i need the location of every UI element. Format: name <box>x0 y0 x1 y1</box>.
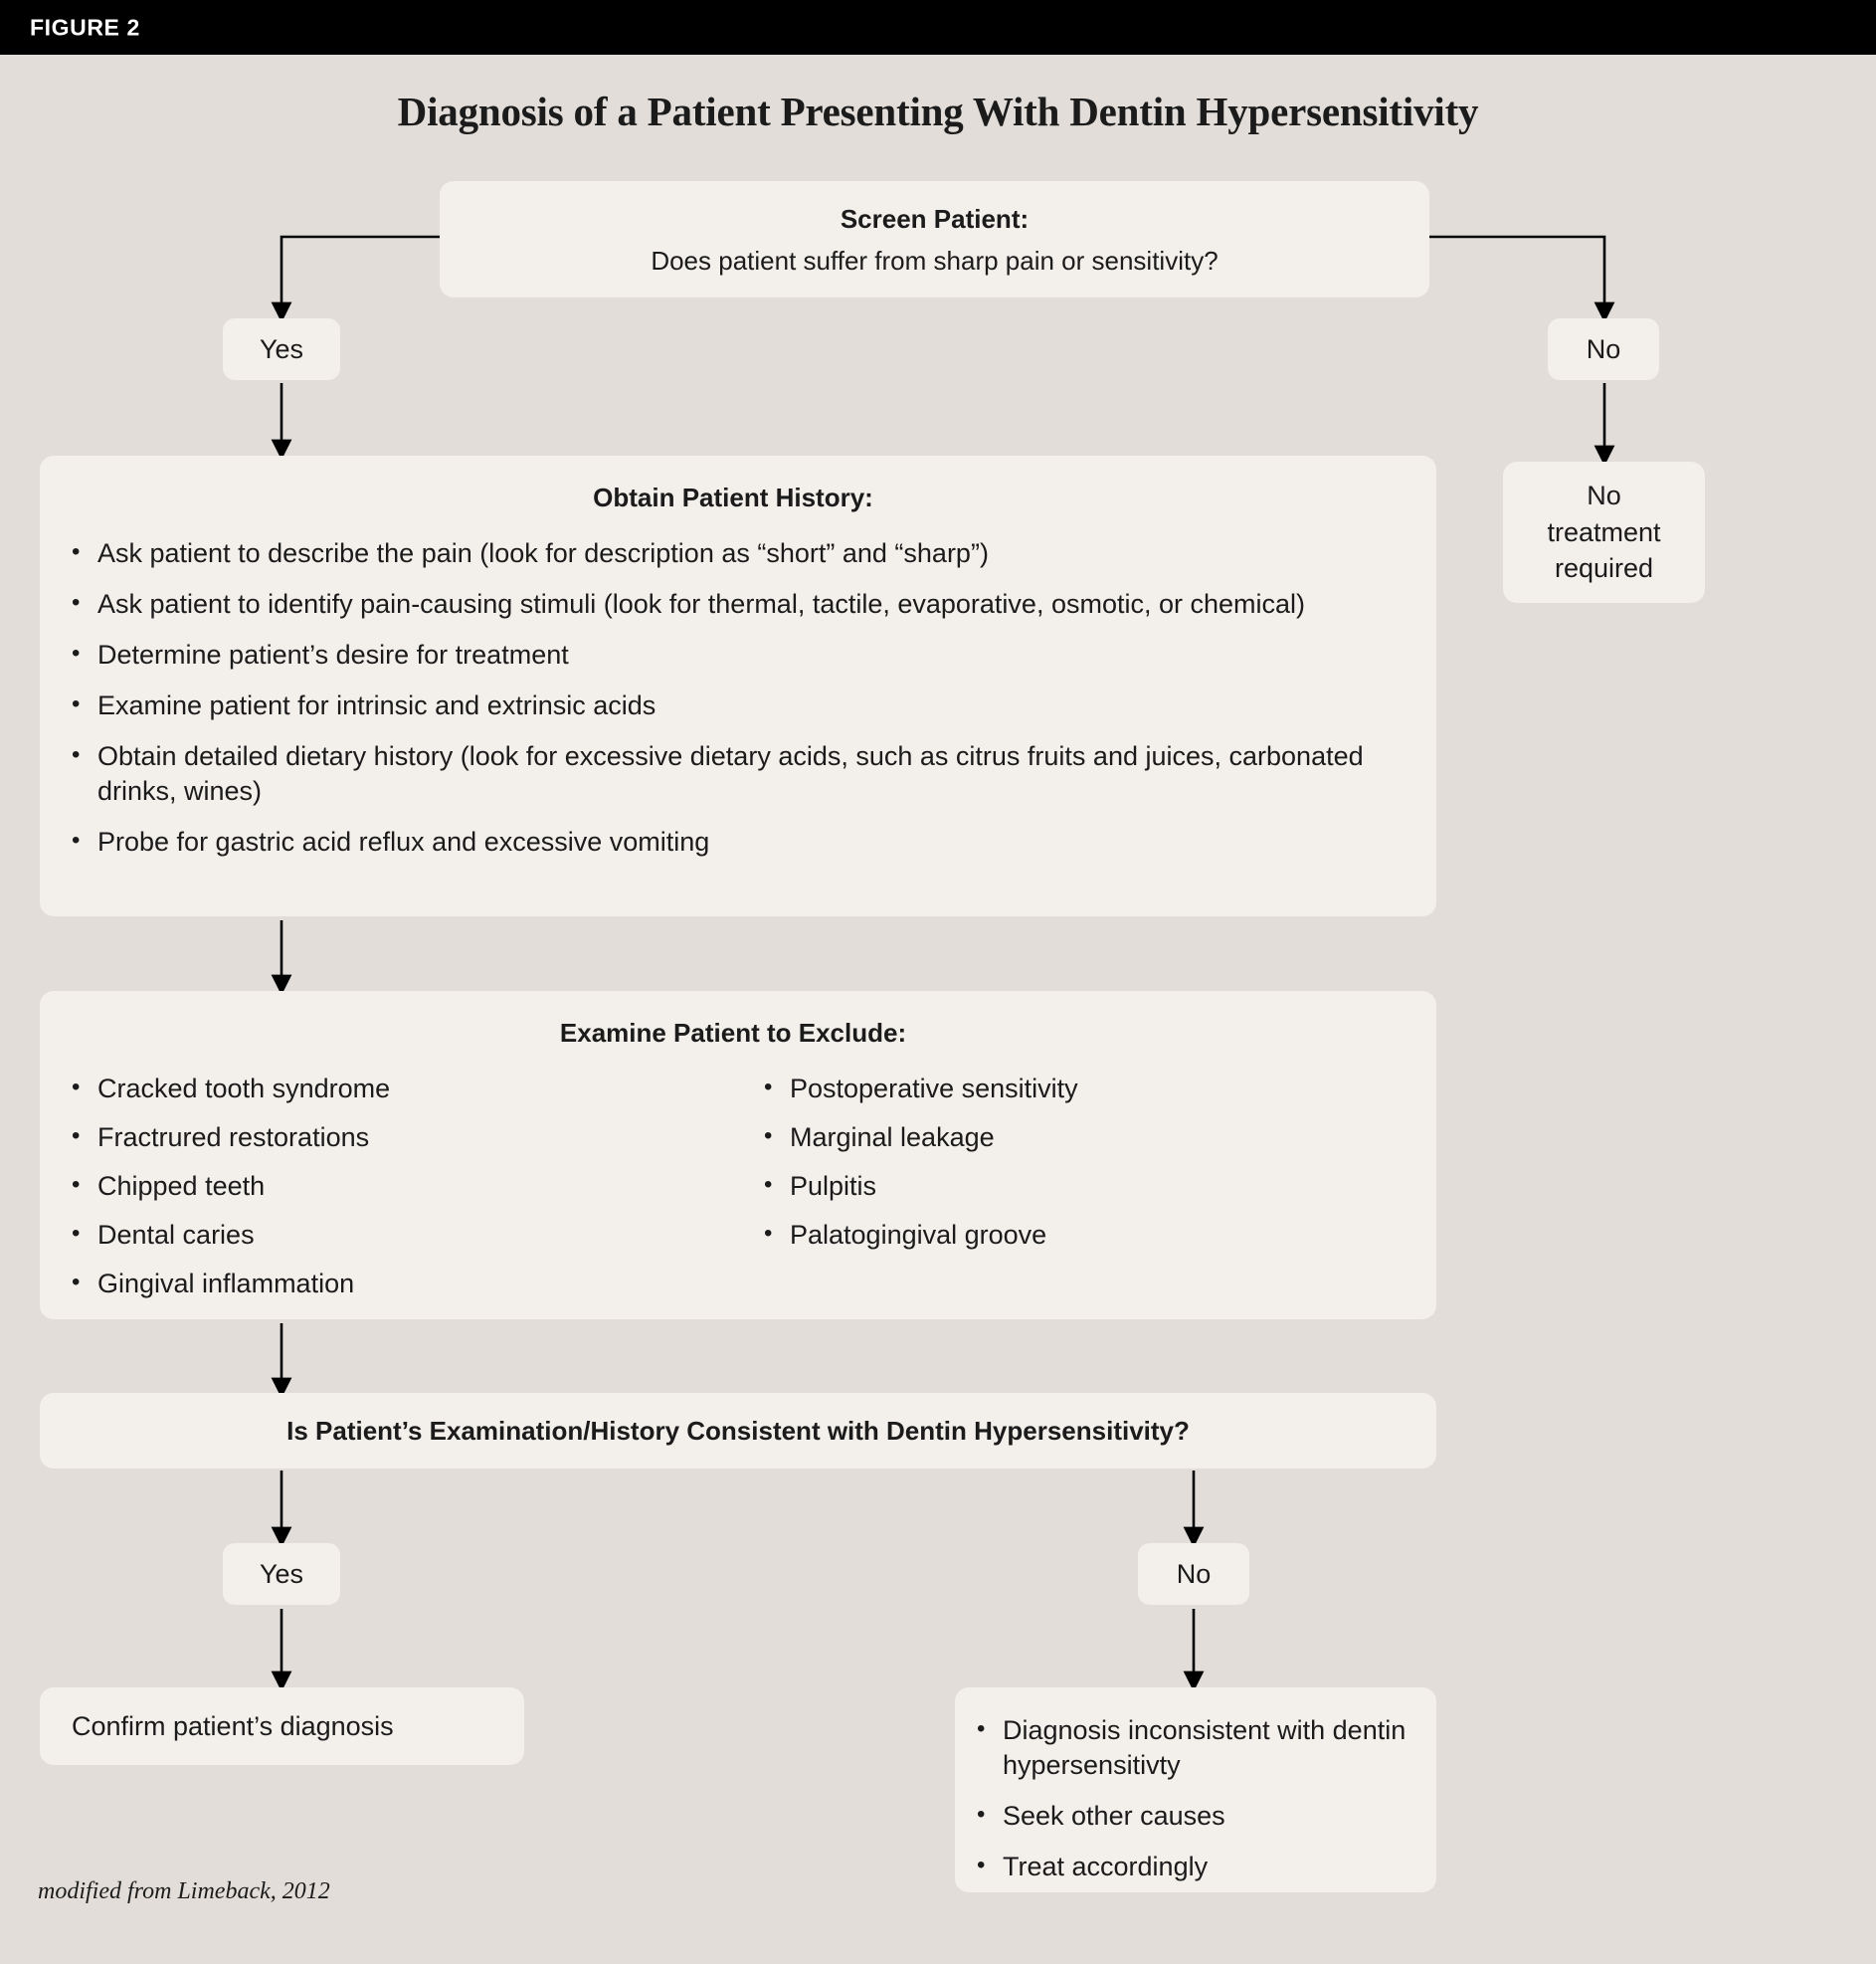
no-treatment-label: No treatment required <box>1547 481 1661 584</box>
list-item: Seek other causes <box>969 1799 1414 1834</box>
no-top-label: No <box>1586 333 1621 364</box>
yes-top-label: Yes <box>259 333 304 364</box>
node-obtain-patient-history[interactable]: Obtain Patient History: Ask patient to d… <box>40 456 1436 916</box>
node-diagnosis-inconsistent[interactable]: Diagnosis inconsistent with dentin hyper… <box>955 1687 1436 1892</box>
figure-header-bar: FIGURE 2 <box>0 0 1876 55</box>
list-item: Gingival inflammation <box>64 1267 710 1301</box>
no-bottom-label: No <box>1176 1558 1212 1589</box>
list-item: Ask patient to describe the pain (look f… <box>64 536 1403 571</box>
node-decision-question[interactable]: Is Patient’s Examination/History Consist… <box>40 1393 1436 1469</box>
node-no-treatment-required[interactable]: No treatment required <box>1503 462 1705 603</box>
figure-number-label: FIGURE 2 <box>30 14 140 40</box>
exclude-right-list: Postoperative sensitivity Marginal leaka… <box>756 1072 1403 1253</box>
node-yes-bottom[interactable]: Yes <box>223 1543 340 1605</box>
list-item: Pulpitis <box>756 1169 1403 1204</box>
history-title: Obtain Patient History: <box>593 483 873 512</box>
list-item: Postoperative sensitivity <box>756 1072 1403 1106</box>
node-no-bottom[interactable]: No <box>1138 1543 1249 1605</box>
exclude-right-column: Postoperative sensitivity Marginal leaka… <box>710 1072 1403 1315</box>
exclude-columns: Cracked tooth syndrome Fractrured restor… <box>64 1072 1403 1315</box>
list-item: Cracked tooth syndrome <box>64 1072 710 1106</box>
yes-bottom-label: Yes <box>259 1558 304 1589</box>
source-footnote: modified from Limeback, 2012 <box>38 1878 330 1904</box>
list-item: Determine patient’s desire for treatment <box>64 638 1403 673</box>
screen-patient-title: Screen Patient: <box>840 204 1030 234</box>
list-item: Marginal leakage <box>756 1120 1403 1155</box>
list-item: Examine patient for intrinsic and extrin… <box>64 688 1403 723</box>
list-item: Treat accordingly <box>969 1850 1414 1884</box>
list-item: Fractrured restorations <box>64 1120 710 1155</box>
exclude-left-column: Cracked tooth syndrome Fractrured restor… <box>64 1072 710 1315</box>
decision-title: Is Patient’s Examination/History Consist… <box>286 1415 1190 1446</box>
list-item: Chipped teeth <box>64 1169 710 1204</box>
page-title: Diagnosis of a Patient Presenting With D… <box>397 89 1479 134</box>
list-item: Palatogingival groove <box>756 1218 1403 1253</box>
inconsistent-bullet-list: Diagnosis inconsistent with dentin hyper… <box>969 1713 1414 1884</box>
node-examine-to-exclude[interactable]: Examine Patient to Exclude: Cracked toot… <box>40 991 1436 1319</box>
history-bullet-list: Ask patient to describe the pain (look f… <box>64 536 1403 861</box>
exclude-title: Examine Patient to Exclude: <box>559 1018 907 1048</box>
node-confirm-diagnosis[interactable]: Confirm patient’s diagnosis <box>40 1687 524 1765</box>
exclude-left-list: Cracked tooth syndrome Fractrured restor… <box>64 1072 710 1301</box>
confirm-diagnosis-label: Confirm patient’s diagnosis <box>72 1710 394 1741</box>
list-item: Probe for gastric acid reflux and excess… <box>64 825 1403 860</box>
screen-patient-question: Does patient suffer from sharp pain or s… <box>651 245 1219 276</box>
list-item: Diagnosis inconsistent with dentin hyper… <box>969 1713 1414 1783</box>
node-no-top[interactable]: No <box>1548 318 1659 380</box>
node-screen-patient[interactable]: Screen Patient: Does patient suffer from… <box>440 181 1429 297</box>
node-yes-top[interactable]: Yes <box>223 318 340 380</box>
list-item: Dental caries <box>64 1218 710 1253</box>
list-item: Ask patient to identify pain-causing sti… <box>64 587 1403 622</box>
list-item: Obtain detailed dietary history (look fo… <box>64 739 1403 809</box>
